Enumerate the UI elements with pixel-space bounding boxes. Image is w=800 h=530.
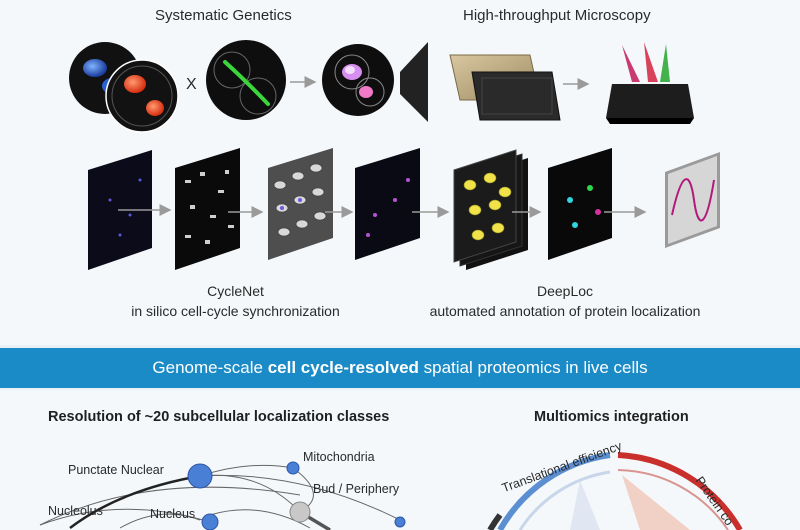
banner-prefix: Genome-scale — [152, 358, 268, 377]
cross-symbol: X — [186, 76, 197, 93]
image-panel-stack — [453, 149, 528, 270]
deeploc-subtitle: automated annotation of protein localiza… — [429, 303, 701, 319]
label-nucleolus: Nucleolus — [48, 504, 103, 518]
node-punctate-nuclear — [187, 463, 213, 489]
yeast-cell-pair-1 — [69, 42, 179, 133]
systematic-genetics-label: Systematic Genetics — [155, 7, 292, 24]
multiomics-title: Multiomics integration — [534, 409, 689, 425]
image-panel-6 — [548, 148, 612, 260]
yeast-cell-green — [206, 40, 286, 120]
cyclenet-subtitle: in silico cell-cycle synchronization — [131, 303, 340, 319]
banner-bold: cell cycle-resolved — [267, 358, 419, 377]
yeast-cell-merged — [322, 44, 394, 116]
cyclenet-title: CycleNet — [207, 283, 264, 299]
node-bud-periphery — [289, 501, 311, 523]
node-extra — [394, 516, 406, 528]
light-cone — [400, 42, 428, 122]
bottom-panel — [0, 390, 800, 530]
banner: Genome-scale cell cycle-resolved spatial… — [0, 348, 800, 388]
oscillation-plot-panel — [665, 152, 720, 248]
label-punctate-nuclear: Punctate Nuclear — [68, 463, 164, 477]
label-mitochondria: Mitochondria — [303, 450, 375, 464]
deeploc-caption: DeepLoc automated annotation of protein … — [400, 281, 730, 321]
localization-network — [39, 464, 401, 530]
cyclenet-caption: CycleNet in silico cell-cycle synchroniz… — [103, 281, 368, 321]
resolution-title: Resolution of ~20 subcellular localizati… — [48, 409, 390, 425]
node-mitochondria — [286, 461, 300, 475]
node-nucleus — [201, 513, 219, 530]
microscopy-label: High-throughput Microscopy — [463, 7, 651, 24]
deeploc-title: DeepLoc — [536, 283, 594, 299]
label-bud-periphery: Bud / Periphery — [313, 482, 400, 496]
banner-suffix: spatial proteomics in live cells — [418, 358, 648, 377]
image-panel-2 — [175, 148, 240, 270]
image-panel-3 — [268, 148, 333, 260]
image-panel-4 — [355, 148, 420, 260]
label-nucleus: Nucleus — [150, 507, 196, 521]
microscope-stage — [606, 42, 694, 124]
multiomics-circos — [487, 452, 743, 530]
microtiter-plates — [449, 54, 561, 121]
